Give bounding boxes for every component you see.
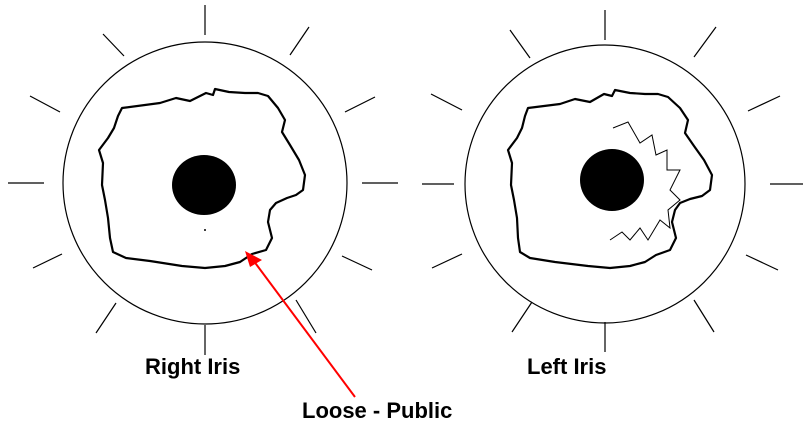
ray	[745, 254, 779, 271]
left-iris-rays	[422, 10, 803, 352]
ray	[102, 33, 125, 57]
loose-public-label: Loose - Public	[302, 398, 453, 423]
ray	[29, 95, 61, 113]
right-iris-pupil	[172, 155, 236, 215]
right-iris-speck	[204, 229, 206, 231]
left-iris-label: Left Iris	[527, 354, 607, 379]
right-iris-rays	[8, 5, 398, 355]
ray	[747, 95, 781, 112]
ray	[295, 299, 317, 334]
loose-public-arrow	[245, 251, 356, 398]
ray	[289, 26, 310, 56]
ray	[509, 29, 531, 59]
left-iris-pupil	[580, 149, 644, 211]
left-iris-inner-outline	[506, 88, 714, 270]
arrow-shaft	[252, 259, 356, 398]
left-iris-zigzag-marking	[609, 121, 681, 241]
ray	[431, 253, 463, 269]
right-iris-figure	[8, 5, 398, 355]
ray	[511, 301, 533, 333]
ray	[693, 299, 715, 333]
arrowhead-icon	[245, 251, 262, 267]
ray	[341, 255, 373, 271]
right-iris-inner-outline	[97, 87, 307, 270]
right-iris-label: Right Iris	[145, 354, 241, 379]
ray	[32, 253, 63, 269]
left-iris-figure	[422, 10, 803, 352]
ray	[430, 93, 463, 111]
left-iris-outer-circle	[464, 44, 746, 324]
ray	[95, 302, 117, 334]
ray	[693, 26, 717, 58]
ray	[344, 96, 376, 113]
right-iris-outer-circle	[62, 41, 348, 325]
